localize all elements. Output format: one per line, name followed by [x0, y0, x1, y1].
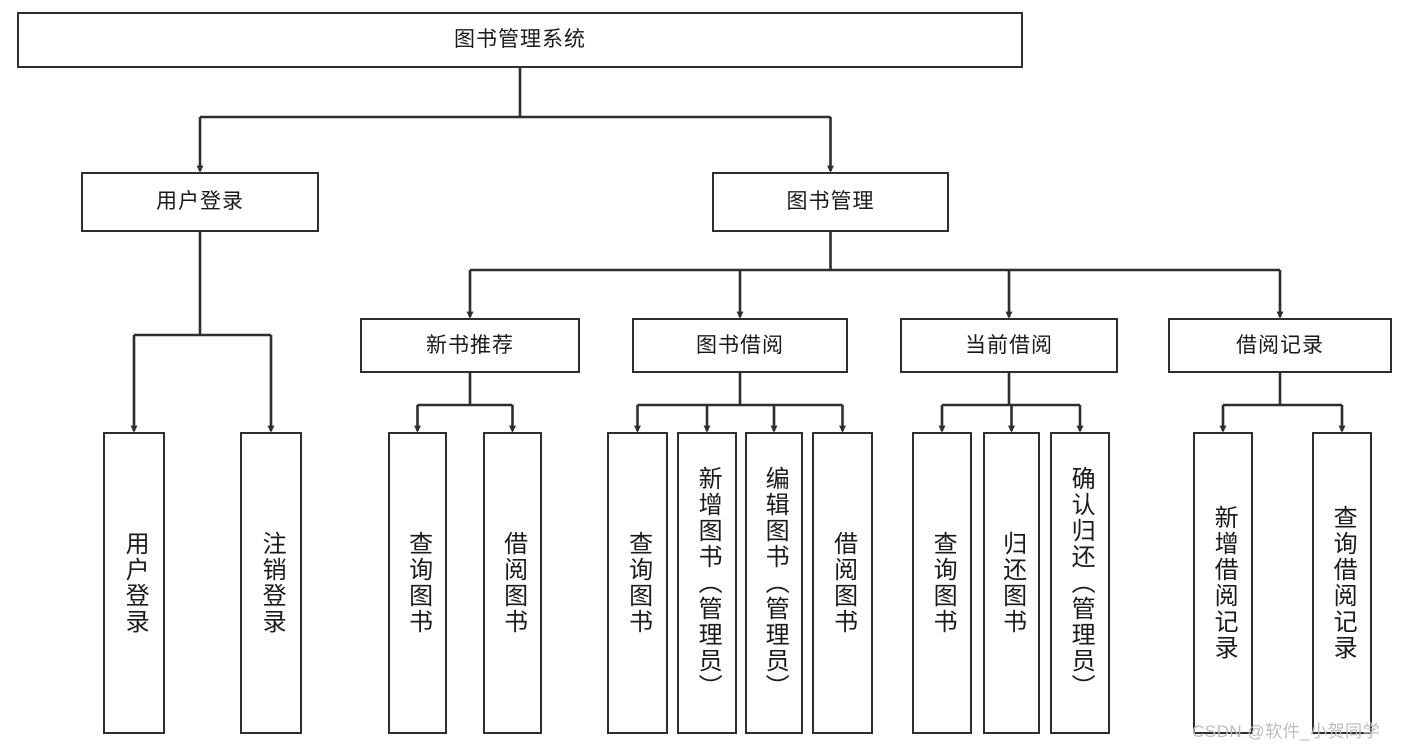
- node-label: 图书借阅: [696, 333, 784, 357]
- node-label: 确认归还（管理员）: [1067, 466, 1095, 700]
- node-borrow-record[interactable]: 借阅记录: [1168, 318, 1392, 373]
- node-label: 查询图书: [929, 531, 957, 635]
- node-root[interactable]: 图书管理系统: [17, 12, 1023, 68]
- node-label: 新增借阅记录: [1210, 505, 1238, 661]
- node-new-book-rec[interactable]: 新书推荐: [360, 318, 580, 373]
- node-leaf-add-record[interactable]: 新增借阅记录: [1193, 432, 1253, 734]
- node-label: 图书管理系统: [454, 28, 586, 52]
- node-leaf-borrow-book-2[interactable]: 借阅图书: [812, 432, 873, 734]
- node-label: 编辑图书（管理员）: [761, 466, 789, 700]
- node-label: 用户登录: [156, 190, 244, 214]
- node-label: 借阅记录: [1236, 333, 1324, 357]
- node-label: 归还图书: [998, 531, 1026, 635]
- node-leaf-confirm-return[interactable]: 确认归还（管理员）: [1050, 432, 1110, 734]
- node-label: 图书管理: [786, 190, 875, 214]
- node-leaf-user-login[interactable]: 用户登录: [103, 432, 165, 734]
- node-book-manage[interactable]: 图书管理: [712, 172, 949, 232]
- node-leaf-query-book-3[interactable]: 查询图书: [912, 432, 972, 734]
- node-label: 借阅图书: [499, 531, 527, 635]
- node-leaf-borrow-book-1[interactable]: 借阅图书: [483, 432, 542, 734]
- node-label: 用户登录: [121, 531, 149, 635]
- node-book-borrow[interactable]: 图书借阅: [632, 318, 848, 373]
- node-current-borrow[interactable]: 当前借阅: [900, 318, 1118, 373]
- node-leaf-query-book-1[interactable]: 查询图书: [388, 432, 447, 734]
- watermark-label: CSDN @软件_小贺同学: [1192, 722, 1381, 741]
- node-leaf-logout[interactable]: 注销登录: [240, 432, 302, 734]
- node-user-login[interactable]: 用户登录: [81, 172, 319, 232]
- node-label: 注销登录: [258, 531, 286, 635]
- node-leaf-return-book[interactable]: 归还图书: [983, 432, 1040, 734]
- node-label: 查询图书: [624, 531, 652, 635]
- node-leaf-query-record[interactable]: 查询借阅记录: [1312, 432, 1372, 734]
- node-label: 新增图书（管理员）: [694, 466, 722, 700]
- node-label: 查询图书: [404, 531, 432, 635]
- node-leaf-edit-book[interactable]: 编辑图书（管理员）: [745, 432, 803, 734]
- node-label: 查询借阅记录: [1329, 505, 1357, 661]
- node-label: 新书推荐: [426, 333, 514, 357]
- node-leaf-query-book-2[interactable]: 查询图书: [607, 432, 668, 734]
- node-label: 借阅图书: [829, 531, 857, 635]
- node-leaf-add-book[interactable]: 新增图书（管理员）: [677, 432, 737, 734]
- node-label: 当前借阅: [965, 333, 1053, 357]
